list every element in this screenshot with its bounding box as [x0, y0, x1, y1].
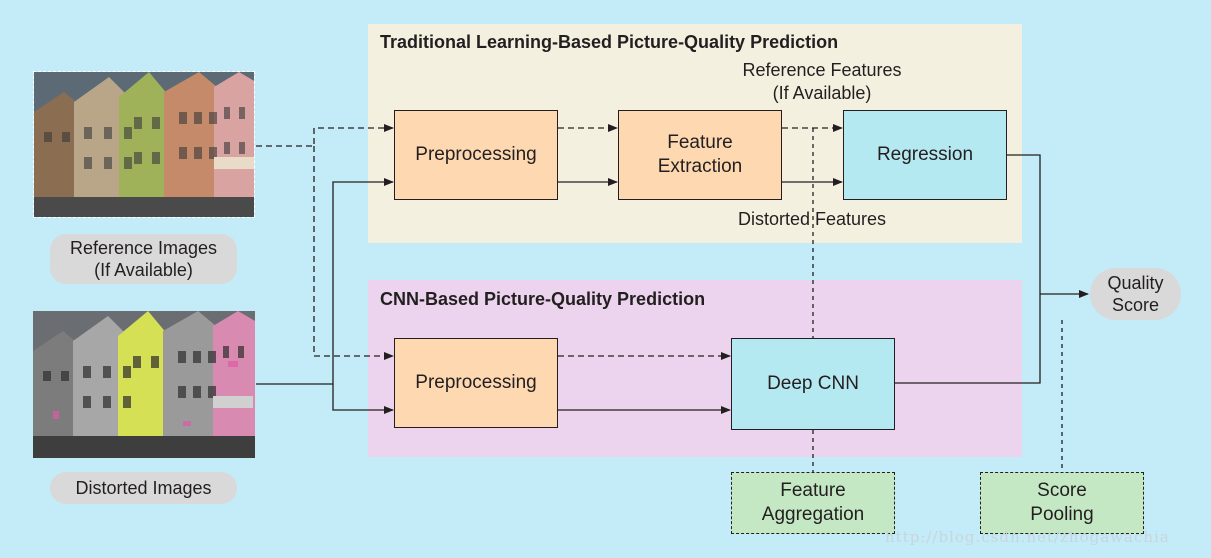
regression-to-score — [1007, 154, 1041, 294]
cnn-to-score — [895, 294, 1041, 384]
distorted-to-preprocessing-top — [256, 178, 394, 385]
preprocessing-top-box: Preprocessing — [394, 110, 558, 200]
distorted-features-label: Distorted Features — [737, 209, 887, 229]
preprocessing-bottom-box: Preprocessing — [394, 338, 558, 428]
reference-images-label: Reference Images (If Available) — [50, 234, 237, 284]
watermark: http://blog.csdn.net/zhogawachia — [885, 528, 1170, 546]
feature-aggregation-box: Feature Aggregation — [731, 472, 895, 534]
reference-to-preprocessing-top — [256, 124, 394, 147]
distorted-image — [33, 311, 255, 458]
quality-score-label: Quality Score — [1090, 268, 1181, 320]
traditional-panel-title: Traditional Learning-Based Picture-Quali… — [380, 32, 839, 52]
feature-extraction-box: Feature Extraction — [618, 110, 782, 200]
reference-features-label: Reference Features (If Available) — [742, 60, 902, 103]
reference-image-picture — [34, 72, 254, 217]
score-pooling-box: Score Pooling — [980, 472, 1144, 534]
distorted-images-label: Distorted Images — [50, 472, 237, 504]
distorted-to-preprocessing-bottom — [332, 384, 394, 414]
reference-to-preprocessing-bottom — [313, 146, 394, 360]
reference-image — [33, 71, 255, 218]
regression-box: Regression — [843, 110, 1007, 200]
distorted-image-picture — [33, 311, 255, 458]
deep-cnn-box: Deep CNN — [731, 338, 895, 430]
cnn-panel-title: CNN-Based Picture-Quality Prediction — [380, 289, 706, 309]
